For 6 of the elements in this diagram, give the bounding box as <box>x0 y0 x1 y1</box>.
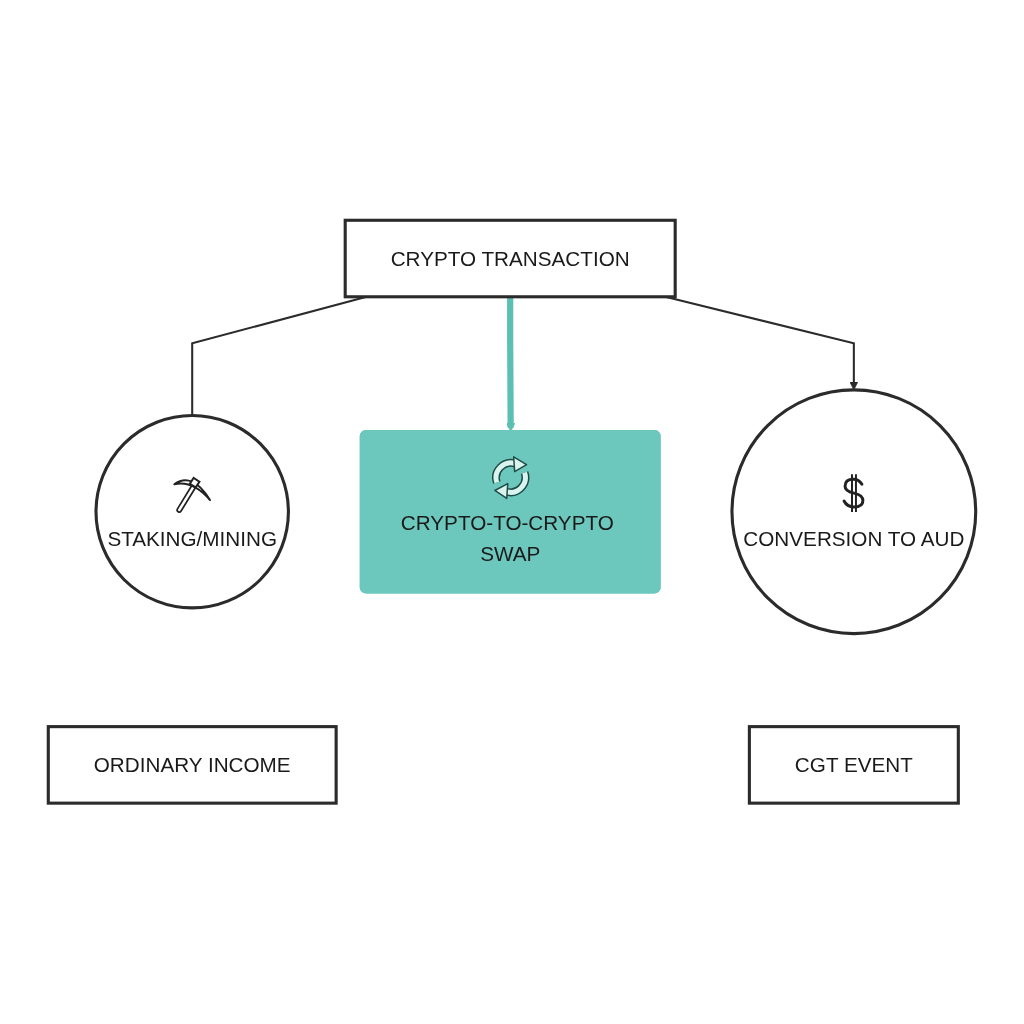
node-box: CRYPTO TRANSACTION <box>343 219 677 299</box>
node-circle: STAKING/MINING <box>94 414 290 610</box>
node-box: CGT EVENT <box>747 725 960 805</box>
node-box: ORDINARY INCOME <box>46 725 338 805</box>
arrow <box>506 297 516 433</box>
node-circle: CONVERSION TO AUD <box>730 388 978 636</box>
